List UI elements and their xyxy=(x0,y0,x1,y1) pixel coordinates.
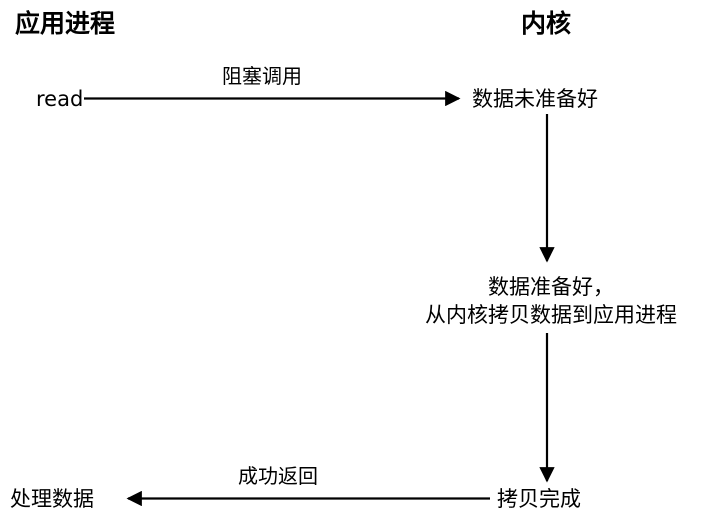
node-read: read xyxy=(36,87,84,111)
node-data-not-ready: 数据未准备好 xyxy=(472,87,598,111)
column-header-kernel: 内核 xyxy=(521,9,572,38)
node-data-ready-line2: 从内核拷贝数据到应用进程 xyxy=(425,302,677,327)
node-copy-complete: 拷贝完成 xyxy=(497,487,581,511)
node-process-data: 处理数据 xyxy=(10,487,94,511)
node-data-ready-line1: 数据准备好， xyxy=(488,275,614,299)
edge-label-success-return: 成功返回 xyxy=(238,464,318,488)
edge-label-blocking-call: 阻塞调用 xyxy=(222,64,302,88)
column-header-application-process: 应用进程 xyxy=(15,9,116,38)
node-data-ready-copy: 数据准备好， 从内核拷贝数据到应用进程 xyxy=(405,274,697,329)
